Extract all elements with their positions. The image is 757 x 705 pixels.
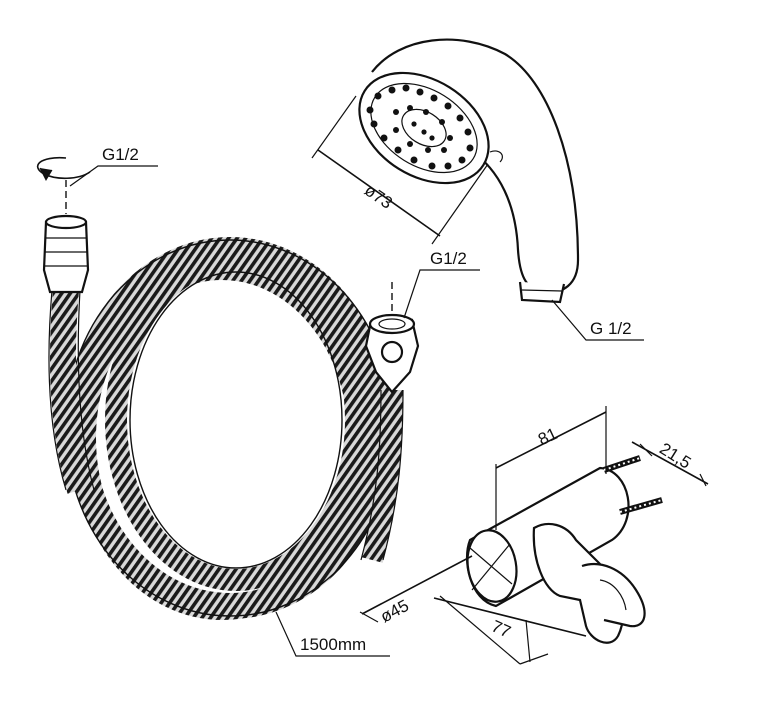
wall-holder — [466, 455, 663, 644]
label-hose-length: 1500mm — [300, 635, 366, 654]
label-holder-diameter: ø45 — [377, 596, 412, 627]
hose-right-leg — [360, 389, 404, 563]
hose-left-leg — [48, 288, 95, 494]
hose-top-fitting — [42, 180, 90, 294]
shower-head-face — [358, 71, 490, 185]
holder-cradle — [532, 522, 624, 644]
hose-conical-nut — [364, 282, 420, 394]
label-hose-thread-top: G1/2 — [102, 145, 139, 164]
dimension-lines — [69, 95, 709, 665]
label-holder-depth: 21,5 — [656, 439, 694, 473]
label-hose-thread-bottom: G1/2 — [430, 249, 467, 268]
hose-coil — [65, 237, 395, 620]
holder-screws — [603, 455, 663, 515]
label-hand-shower-thread: G 1/2 — [590, 319, 632, 338]
rotation-arrow-icon — [37, 156, 91, 182]
shower-hose — [37, 156, 420, 620]
label-holder-length: 77 — [489, 617, 514, 642]
label-shower-head-diameter: ø73 — [361, 181, 396, 213]
hand-shower — [358, 38, 580, 304]
